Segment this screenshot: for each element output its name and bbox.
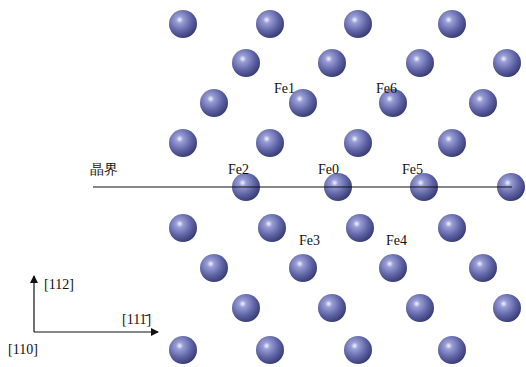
atom-label: Fe3 — [299, 234, 320, 248]
grain-boundary-line — [93, 186, 512, 187]
fe-atom — [346, 214, 374, 242]
fe-atom — [406, 49, 434, 77]
atom-label: Fe6 — [376, 82, 397, 96]
fe-atom — [200, 254, 228, 282]
fe-atom — [438, 10, 466, 38]
fe-atom — [256, 129, 284, 157]
atom-label: Fe0 — [318, 163, 339, 177]
fe-atom — [169, 214, 197, 242]
fe-atom — [344, 336, 372, 364]
atom-label: Fe1 — [274, 82, 295, 96]
fe-atom — [438, 336, 466, 364]
fe-atom — [318, 49, 346, 77]
atom-label: Fe4 — [386, 234, 407, 248]
fe-atom — [169, 336, 197, 364]
fe-atom — [438, 214, 466, 242]
atom-label: Fe2 — [228, 163, 249, 177]
fe-atom — [169, 10, 197, 38]
fe-atom — [379, 254, 407, 282]
fe-atom — [469, 89, 497, 117]
direction-label: [112] — [44, 278, 74, 292]
boundary-label: 晶界 — [90, 163, 118, 177]
fe-atom — [200, 89, 228, 117]
axis-arrow — [34, 331, 158, 332]
fe-atom — [289, 254, 317, 282]
fe-atom — [256, 336, 284, 364]
atom-label: Fe5 — [402, 163, 423, 177]
fe-atom — [469, 254, 497, 282]
fe-atom — [232, 294, 260, 322]
fe-atom — [493, 294, 521, 322]
axis-arrow — [33, 276, 34, 332]
direction-label: [110] — [8, 343, 38, 357]
fe-atom — [232, 49, 260, 77]
fe-atom — [493, 49, 521, 77]
direction-label: [111̄] — [122, 313, 151, 327]
fe-atom — [258, 214, 286, 242]
fe-atom — [406, 294, 434, 322]
fe-atom — [169, 129, 197, 157]
fe-atom — [318, 294, 346, 322]
fe-atom — [438, 129, 466, 157]
fe-atom — [344, 129, 372, 157]
fe-atom — [344, 10, 372, 38]
fe-atom — [256, 10, 284, 38]
